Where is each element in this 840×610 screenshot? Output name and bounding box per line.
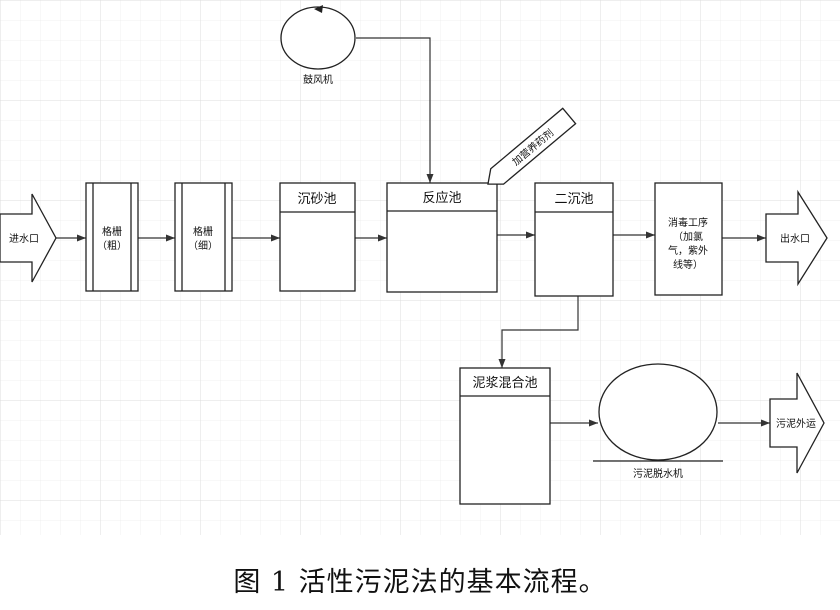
outlet-shape: [765, 189, 828, 287]
disinfection-line2: （加氯: [673, 230, 703, 243]
dewater-shape: [598, 363, 718, 461]
blower-label: 鼓风机: [303, 73, 333, 86]
fine-screen-label: 格栅: [193, 225, 213, 238]
sludge-out-node: 污泥外运: [769, 372, 825, 474]
inlet-shape: [0, 193, 57, 283]
flow-arrows: [56, 37, 770, 427]
secondary-clarifier-node: 二沉池: [534, 182, 614, 297]
activated-sludge-flow-diagram: 进水口 格栅 （粗） 格栅 （细） 沉砂池 反应池 二沉池 消毒工序 （加氯: [0, 0, 840, 535]
inlet-node: 进水口: [0, 193, 57, 283]
reactor-label: 反应池: [422, 190, 461, 206]
dewater-label: 污泥脱水机: [633, 467, 683, 480]
coarse-screen-sub: （粗）: [97, 240, 127, 252]
disinfection-line4: 线等）: [673, 258, 703, 271]
sludge-out-label: 污泥外运: [776, 417, 816, 430]
figure-caption: 图 1 活性污泥法的基本流程。: [233, 567, 607, 598]
grit-chamber-node: 沉砂池: [279, 182, 356, 292]
grit-chamber-label: 沉砂池: [297, 192, 336, 207]
disinfection-line1: 消毒工序: [668, 216, 708, 229]
sludge-mix-label: 泥浆混合池: [472, 376, 537, 391]
coarse-screen-node: 格栅 （粗）: [85, 182, 139, 292]
disinfection-node: 消毒工序 （加氯 气，紫外 线等）: [654, 182, 723, 296]
secondary-clarifier-label: 二沉池: [554, 192, 593, 207]
blower-rotation-icon: [314, 5, 323, 13]
arrow-blower-to-reactor: [356, 37, 434, 183]
blower-node: 鼓风机: [280, 5, 356, 86]
dewater-node: 污泥脱水机: [593, 363, 723, 480]
arrow-clarifier-to-sludge-mix: [498, 296, 579, 368]
sludge-mix-node: 泥浆混合池: [459, 367, 551, 505]
outlet-node: 出水口: [765, 189, 828, 287]
fine-screen-node: 格栅 （细）: [174, 182, 233, 292]
coarse-screen-label: 格栅: [102, 225, 122, 238]
reactor-node: 反应池: [386, 182, 498, 293]
nutrient-tag-shape: [487, 107, 577, 185]
fine-screen-sub: （细）: [188, 239, 218, 252]
inlet-label: 进水口: [9, 233, 39, 245]
disinfection-line3: 气，紫外: [668, 244, 708, 257]
outlet-label: 出水口: [780, 232, 810, 245]
blower-shape: [280, 6, 356, 70]
sludge-out-shape: [769, 372, 825, 474]
